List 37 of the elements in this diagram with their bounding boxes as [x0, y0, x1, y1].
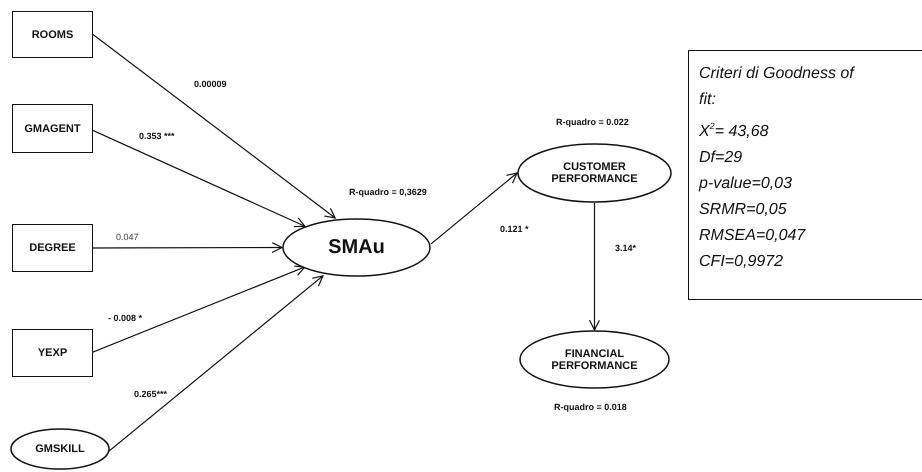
arrow	[92, 34, 336, 219]
fit-statistic: Criteri di Goodness of fit:	[699, 64, 856, 110]
input-box	[12, 224, 93, 272]
arrow	[92, 130, 306, 228]
variable-label: ROOMS	[32, 28, 74, 40]
arrow	[93, 242, 283, 254]
path-coefficient: 0.121 *	[499, 224, 530, 234]
fit-statistic: Df=29	[699, 148, 744, 168]
path-coefficient: 0.047	[115, 232, 140, 242]
arrow	[588, 203, 600, 331]
fit-statistic: CFI=0,9972	[699, 252, 784, 272]
fit-statistic: p-value=0,03	[699, 174, 793, 194]
variable-label: FINANCIAL PERFORMANCE	[550, 348, 639, 372]
variable-label: YEXP	[38, 347, 68, 359]
r-squared-label: R-quadro = 0.022	[555, 117, 630, 127]
fit-statistic: SRMR=0,05	[699, 200, 788, 220]
variable-label: CUSTOMER PERFORMANCE	[550, 161, 639, 185]
path-coefficient: - 0.008 *	[107, 313, 144, 323]
r-squared-label: R-quadro = 0,3629	[348, 187, 428, 197]
path-coefficient: 0.00009	[193, 79, 228, 89]
input-box	[12, 11, 93, 58]
goodness-of-fit-box	[688, 50, 922, 300]
fit-statistic: X$^{2}$= 43,68	[699, 120, 770, 142]
variable-label: DEGREE	[29, 242, 76, 254]
fit-statistic: RMSEA=0,047	[699, 226, 807, 246]
input-box	[12, 104, 93, 153]
construct-label: SMAu	[328, 236, 385, 259]
variable-label: GMSKILL	[35, 443, 85, 455]
path-coefficient: 0.353 ***	[138, 131, 176, 141]
arrow	[430, 172, 518, 244]
path-coefficient: 0.265***	[133, 389, 168, 399]
arrow	[108, 275, 324, 452]
variable-label: GMAGENT	[24, 122, 81, 134]
input-box	[12, 329, 93, 377]
arrow	[92, 265, 306, 353]
r-squared-label: R-quadro = 0.018	[553, 402, 628, 412]
path-coefficient: 3.14*	[614, 243, 638, 253]
